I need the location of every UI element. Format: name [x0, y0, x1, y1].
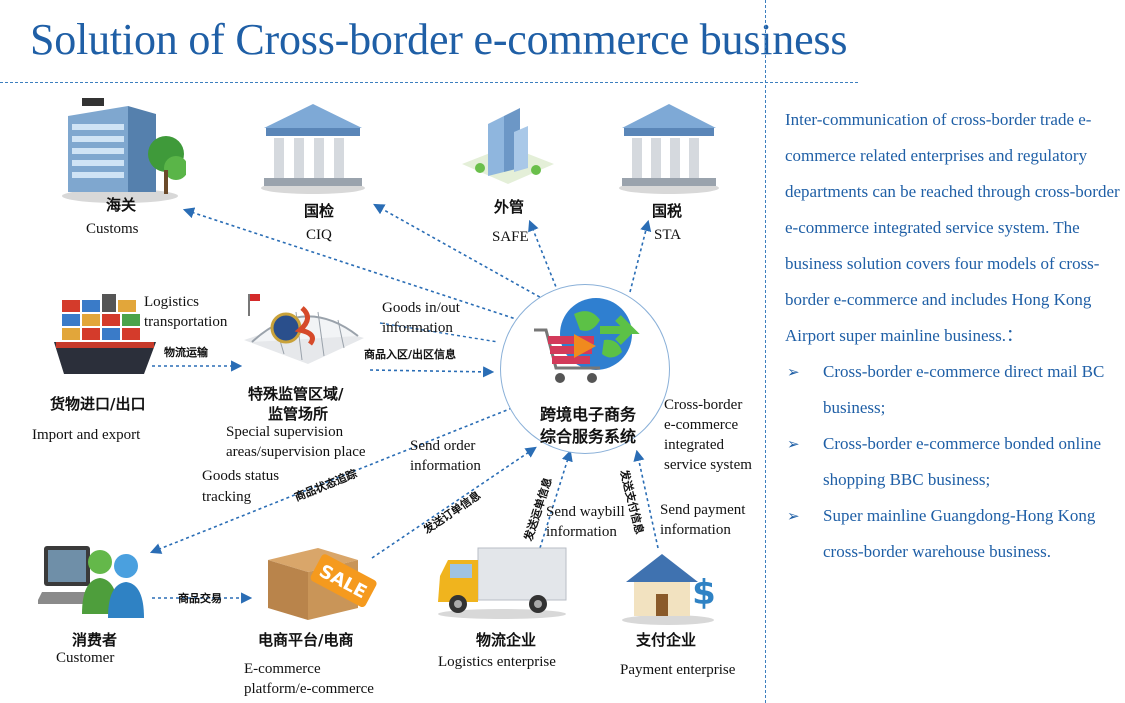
supervision-zone-icon [244, 294, 364, 364]
logistics-transport-cn-label: 物流运输 [164, 346, 208, 359]
customs-cn-label: 海关 [106, 196, 137, 214]
safe-building-icon [462, 108, 554, 184]
ciq-cn-label: 国检 [304, 202, 335, 220]
arrow-status-tracking [149, 407, 513, 554]
description-panel: Inter-communication of cross-border trad… [785, 102, 1120, 570]
order-info-label-2: information [410, 458, 481, 474]
list-item-text: Super mainline Guangdong-Hong Kong cross… [823, 506, 1096, 561]
goods-info-cn-label: 商品入区/出区信息 [364, 348, 457, 361]
safe-cn-label: 外管 [494, 198, 525, 216]
hub-en-label-2: e-commerce [664, 417, 739, 433]
safe-en-label: SAFE [492, 229, 529, 245]
list-item-text: Cross-border e-commerce bonded online sh… [823, 434, 1102, 489]
arrow-to-sta [629, 219, 652, 293]
arrow-order-info [371, 446, 537, 559]
platform-en-label-1: E-commerce [244, 661, 321, 677]
status-tracking-label-1: Goods status [202, 468, 280, 484]
cargo-ship-icon [54, 294, 156, 374]
ciq-building-icon [261, 104, 365, 194]
payment-cn-label: 支付企业 [636, 631, 697, 649]
zone-en-label-1: Special supervision [226, 424, 344, 440]
customer-cn-label: 消费者 [72, 631, 118, 649]
order-info-label-1: Send order [410, 438, 476, 454]
ciq-en-label: CIQ [306, 227, 332, 243]
waybill-info-label-1: Send waybill [546, 504, 625, 520]
waybill-info-label-2: information [546, 524, 617, 540]
title-divider [0, 82, 858, 83]
arrow-to-safe [528, 219, 559, 293]
svg-text:$: $ [692, 573, 716, 613]
arrow-layer [149, 203, 659, 604]
zone-cn-label-2: 监管场所 [268, 405, 329, 423]
import-cn-label: 货物进口/出口 [50, 395, 146, 413]
panel-divider [765, 0, 766, 703]
hub-en-label-1: Cross-border [664, 397, 743, 413]
list-item-text: Cross-border e-commerce direct mail BC b… [823, 362, 1105, 417]
import-en-label: Import and export [32, 427, 141, 443]
arrow-goods-info-upper [379, 322, 499, 343]
list-item: ➢ Cross-border e-commerce bonded online s… [785, 426, 1120, 498]
goods-info-label-1: Goods in/out [382, 300, 460, 316]
logistics-transport-label-1: Logistics [144, 294, 199, 310]
logistics-cn-label: 物流企业 [476, 631, 537, 649]
payment-info-label-1: Send payment [660, 502, 746, 518]
cart-globe-icon [534, 298, 640, 383]
trade-cn-label: 商品交易 [178, 592, 222, 605]
sta-en-label: STA [654, 227, 682, 243]
description-intro: Inter-communication of cross-border trad… [785, 110, 1120, 345]
bullet-arrow-icon: ➢ [787, 363, 800, 381]
payment-en-label: Payment enterprise [620, 662, 736, 678]
model-list: ➢ Cross-border e-commerce direct mail BC … [785, 354, 1120, 570]
arrow-waybill-info [539, 449, 573, 549]
sale-box-icon: SALE [268, 548, 377, 620]
bullet-arrow-icon: ➢ [787, 507, 800, 525]
sta-cn-label: 国税 [652, 202, 683, 220]
goods-info-label-2: information [382, 320, 453, 336]
bullet-arrow-icon: ➢ [787, 435, 800, 453]
arrow-payment-info [633, 449, 659, 549]
list-item: ➢ Super mainline Guangdong-Hong Kong cros… [785, 498, 1120, 570]
hub-en-label-4: service system [664, 457, 752, 473]
customs-building-icon [62, 98, 186, 203]
customs-en-label: Customs [86, 221, 139, 237]
zone-en-label-2: areas/supervision place [226, 444, 366, 460]
arrow-to-ciq [373, 203, 546, 301]
list-item: ➢ Cross-border e-commerce direct mail BC … [785, 354, 1120, 426]
payment-house-icon: $ [622, 554, 716, 625]
hub-cn-label-1: 跨境电子商务 [540, 405, 637, 424]
platform-en-label-2: platform/e-commerce [244, 681, 374, 697]
logistics-transport-label-2: transportation [144, 314, 228, 330]
hub-en-label-3: integrated [664, 437, 724, 453]
page-title: Solution of Cross-border e-commerce busi… [30, 15, 848, 64]
customer-icon [38, 546, 144, 618]
customer-en-label: Customer [56, 650, 115, 666]
status-tracking-label-2: tracking [202, 489, 252, 505]
arrow-goods-info [369, 366, 495, 378]
truck-icon [438, 547, 567, 619]
logistics-en-label: Logistics enterprise [438, 654, 556, 670]
sta-building-icon [619, 104, 719, 194]
platform-cn-label: 电商平台/电商 [258, 631, 354, 649]
hub-cn-label-2: 综合服务系统 [540, 427, 637, 446]
zone-cn-label-1: 特殊监管区域/ [248, 385, 344, 403]
payment-info-label-2: information [660, 522, 731, 538]
